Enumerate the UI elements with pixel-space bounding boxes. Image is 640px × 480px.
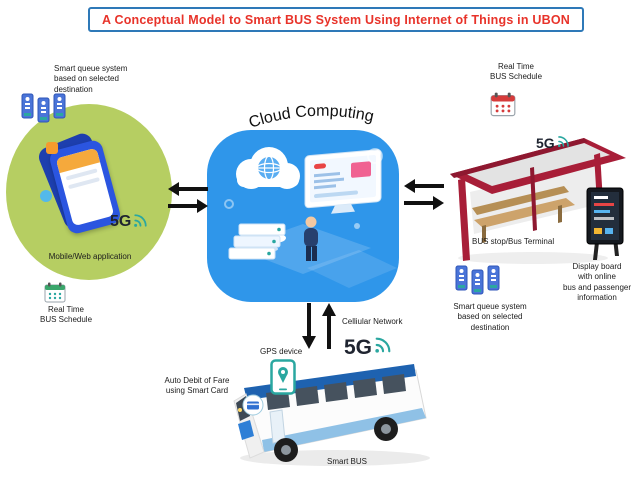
smart-bus-label: Smart BUS bbox=[327, 457, 368, 466]
arrow-right-icon bbox=[168, 199, 208, 213]
cloud-computing-text: Cloud Computing bbox=[247, 103, 376, 132]
bus-stop-label: BUS stop/Bus Terminal bbox=[472, 237, 555, 246]
schedule-calendar-icon bbox=[490, 92, 516, 117]
signal-icon bbox=[375, 337, 391, 353]
page-title: A Conceptual Model to Smart BUS System U… bbox=[102, 12, 570, 27]
profile-icon bbox=[46, 142, 58, 154]
mobile-app-label: Mobile/Web application bbox=[48, 252, 132, 261]
bus-5g-badge: 5G bbox=[344, 336, 392, 360]
fare-label: Auto Debit of Fare using Smart Card bbox=[164, 376, 230, 396]
arrow-left-icon bbox=[168, 182, 208, 196]
right-5g-text: 5G bbox=[536, 135, 555, 151]
svg-text:Cloud Computing: Cloud Computing bbox=[247, 103, 376, 132]
queue-kiosks-icon bbox=[455, 265, 500, 295]
queue-kiosks-icon bbox=[21, 93, 66, 123]
signal-icon bbox=[557, 136, 569, 148]
left-queue-label: Smart queue system based on selected des… bbox=[54, 64, 128, 94]
phone-screen bbox=[55, 147, 115, 227]
arrow-right-icon bbox=[404, 196, 444, 210]
arrow-up-icon bbox=[322, 303, 336, 349]
gps-device-label: GPS device bbox=[260, 347, 303, 356]
cellular-network-label: Celliular Network bbox=[342, 317, 403, 326]
schedule-calendar-icon bbox=[44, 282, 66, 303]
bus-stop-illustration bbox=[450, 138, 626, 264]
arrow-left-icon bbox=[404, 179, 444, 193]
arrow-down-icon bbox=[302, 303, 316, 349]
gps-phone-icon bbox=[270, 359, 296, 395]
title-banner: A Conceptual Model to Smart BUS System U… bbox=[88, 7, 584, 32]
right-5g-badge: 5G bbox=[536, 135, 570, 151]
smart-card-icon bbox=[242, 394, 264, 416]
display-board-icon bbox=[586, 187, 624, 260]
smartphone-illustration bbox=[35, 130, 128, 240]
left-5g-badge: 5G bbox=[110, 213, 148, 231]
cloud-computing-illustration bbox=[224, 147, 397, 288]
left-schedule-label: Real Time BUS Schedule bbox=[39, 305, 93, 325]
left-5g-text: 5G bbox=[110, 213, 132, 230]
bus-5g-text: 5G bbox=[344, 336, 373, 359]
right-schedule-label: Real Time BUS Schedule bbox=[489, 62, 543, 82]
right-queue-label: Smart queue system based on selected des… bbox=[453, 302, 527, 332]
signal-icon bbox=[134, 214, 147, 227]
display-board-label: Display board with online bus and passen… bbox=[562, 262, 632, 303]
twitter-icon bbox=[40, 190, 52, 202]
cloud-computing-title: Cloud Computing bbox=[247, 103, 376, 132]
